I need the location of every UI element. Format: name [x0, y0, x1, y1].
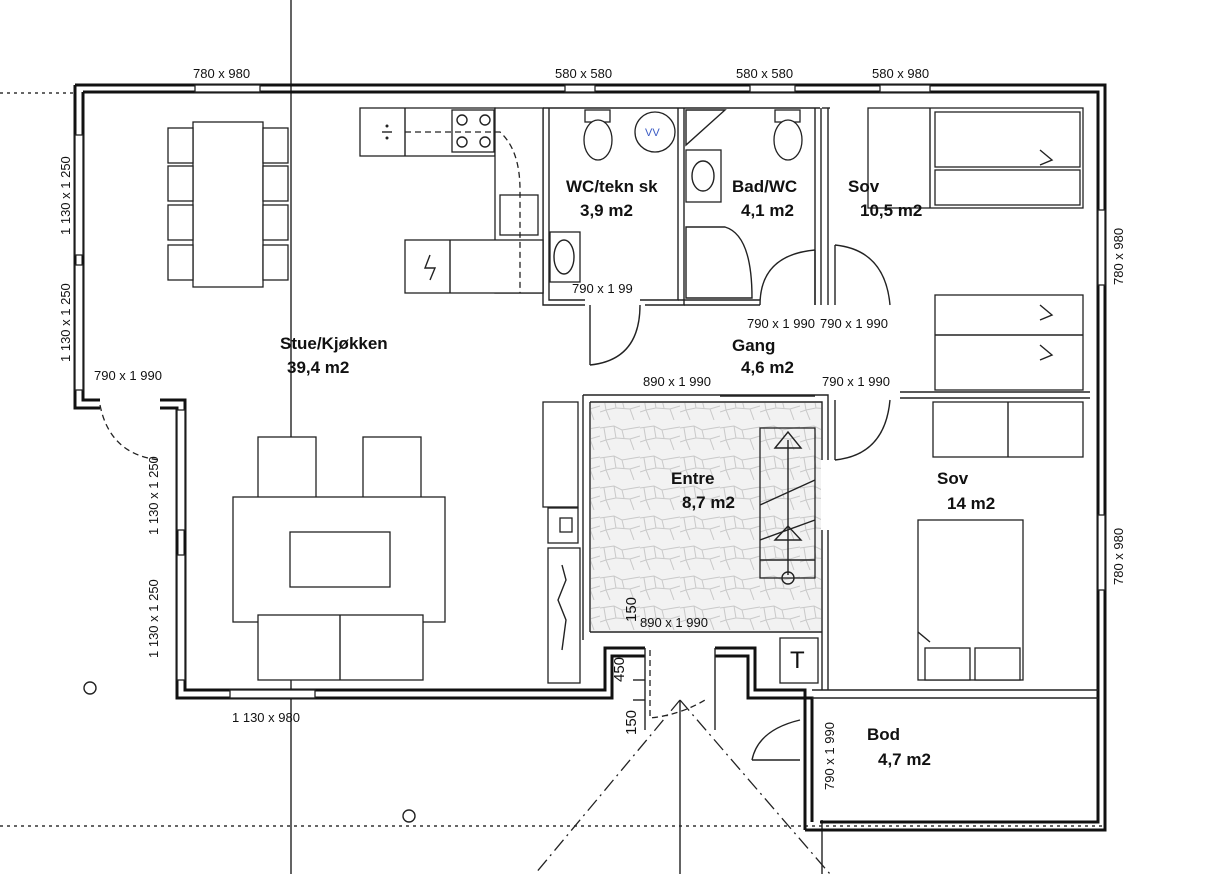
room-area-wc: 3,9 m2: [580, 201, 633, 220]
dim-win-left-2: 1 130 x 1 250: [58, 283, 73, 362]
dim-door-bad: 790 x 1 990: [747, 316, 815, 331]
dim-win-top-wc: 580 x 580: [555, 66, 612, 81]
room-name-stue: Stue/Kjøkken: [280, 334, 388, 353]
dim-door-sov1: 790 x 1 990: [820, 316, 888, 331]
interior-walls: [542, 107, 1098, 699]
dim-door-entre-top: 890 x 1 990: [643, 374, 711, 389]
dim-door-sov2: 790 x 1 990: [822, 374, 890, 389]
doors: [99, 244, 891, 761]
windows: [74, 84, 1106, 699]
room-area-entre: 8,7 m2: [682, 493, 735, 512]
room-name-entre: Entre: [671, 469, 714, 488]
room-name-bad: Bad/WC: [732, 177, 797, 196]
dim-win-left-3: 1 130 x 1 250: [146, 456, 161, 535]
dim-door-bod: 790 x 1 990: [822, 722, 837, 790]
dim-win-top-bad: 580 x 580: [736, 66, 793, 81]
room-name-sov1: Sov: [848, 177, 880, 196]
room-area-gang: 4,6 m2: [741, 358, 794, 377]
dim-win-left-4: 1 130 x 1 250: [146, 579, 161, 658]
dim-step-450: 450: [611, 657, 628, 682]
dim-win-top-sov: 580 x 980: [872, 66, 929, 81]
dim-win-top-stue: 780 x 980: [193, 66, 250, 81]
wc-fixtures: [549, 109, 676, 283]
entre-fixtures: [542, 401, 819, 684]
vv-symbol: VV: [645, 127, 660, 139]
dim-win-right-1: 780 x 980: [1111, 228, 1126, 285]
room-area-bod: 4,7 m2: [878, 750, 931, 769]
bad-fixtures: [685, 109, 803, 299]
sov1-beds: [867, 107, 1084, 391]
sov2-furniture: [917, 401, 1084, 681]
dim-win-bottom: 1 130 x 980: [232, 710, 300, 725]
dim-win-left-1: 1 130 x 1 250: [58, 156, 73, 235]
dining-table: [167, 121, 289, 288]
room-name-wc: WC/tekn sk: [566, 177, 658, 196]
room-area-stue: 39,4 m2: [287, 358, 349, 377]
room-area-bad: 4,1 m2: [741, 201, 794, 220]
dim-door-terrace: 790 x 1 990: [94, 368, 162, 383]
living-furniture: [232, 436, 446, 681]
room-name-sov2: Sov: [937, 469, 969, 488]
dim-win-right-2: 780 x 980: [1111, 528, 1126, 585]
dim-door-entre-bottom: 890 x 1 990: [640, 615, 708, 630]
room-name-bod: Bod: [867, 725, 900, 744]
dim-step-150-a: 150: [623, 597, 640, 622]
room-name-gang: Gang: [732, 336, 775, 355]
entry-paths: [534, 648, 831, 874]
t-symbol: T: [790, 647, 805, 674]
entre-stone-floor: [591, 403, 821, 631]
dim-door-wc: 790 x 1 99: [572, 281, 633, 296]
kitchen-counters: [359, 107, 544, 294]
dim-step-150-b: 150: [623, 710, 640, 735]
room-area-sov1: 10,5 m2: [860, 201, 922, 220]
room-area-sov2: 14 m2: [947, 494, 995, 513]
